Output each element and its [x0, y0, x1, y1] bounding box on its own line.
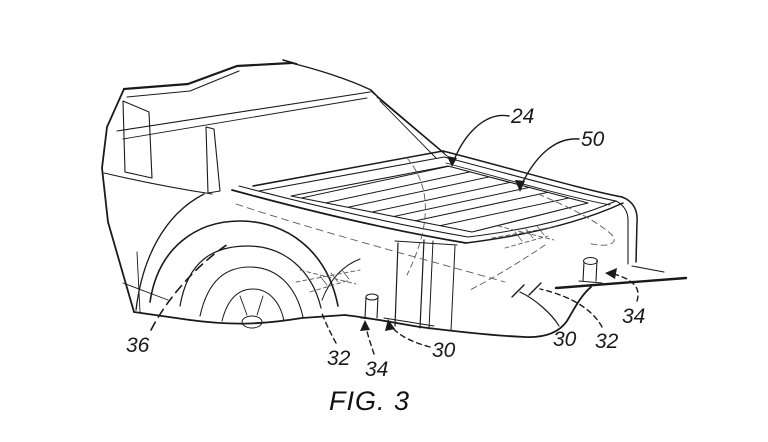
truck-cab	[101, 59, 448, 321]
arrowhead-30-left	[385, 319, 395, 331]
ref-label-30-left: 30	[432, 339, 456, 362]
hidden-linkage-left	[295, 269, 361, 293]
support-cylinder-right	[578, 257, 603, 284]
ref-label-34-left: 34	[365, 358, 388, 381]
rear-wheel-and-fender	[149, 220, 361, 329]
ref-label-32-left: 32	[327, 347, 351, 370]
arrowhead-24	[447, 156, 457, 167]
ref-label-24: 24	[510, 105, 534, 128]
cover-slats	[291, 166, 588, 231]
arrowhead-34-left	[360, 320, 370, 331]
tonneau-cover	[231, 150, 624, 276]
bed-side-and-tailgate	[189, 196, 688, 338]
ref-label-30-right: 30	[553, 328, 577, 351]
ref-label-32-right: 32	[595, 330, 619, 353]
arrowhead-34-right	[605, 268, 617, 279]
hidden-linkage-right	[491, 225, 561, 249]
ref-label-50: 50	[581, 128, 605, 151]
reference-numerals: 24 50 36 32 34 30 30 32 34	[126, 105, 645, 381]
figure-caption: FIG. 3	[329, 386, 410, 416]
arrowhead-50	[515, 180, 525, 192]
support-cylinder-left	[360, 293, 383, 321]
ref-label-36: 36	[126, 334, 150, 357]
ref-label-34-right: 34	[622, 305, 645, 328]
leader-lines	[150, 114, 639, 355]
hidden-step-mechanisms	[235, 193, 615, 321]
